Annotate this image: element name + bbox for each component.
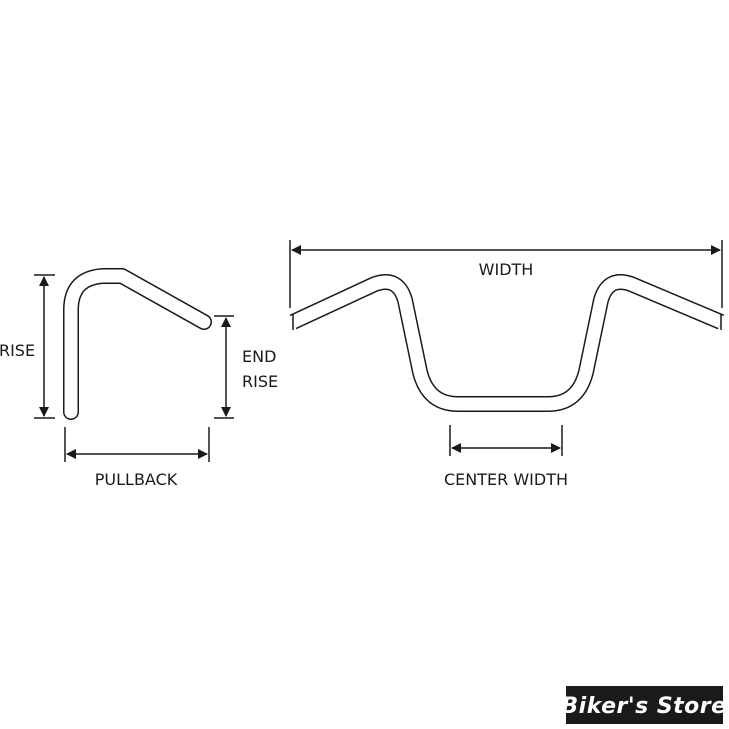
side-view-handlebar bbox=[63, 268, 212, 420]
rise-dimension: RISE bbox=[0, 274, 55, 419]
width-dimension: WIDTH bbox=[289, 240, 723, 308]
width-label: WIDTH bbox=[479, 260, 534, 279]
center-width-dimension: CENTER WIDTH bbox=[444, 425, 568, 489]
store-logo-text: Biker's Store bbox=[561, 694, 726, 719]
front-view-handlebar bbox=[289, 274, 725, 412]
end-rise-label-line1: END bbox=[242, 347, 276, 366]
end-rise-dimension: END RISE bbox=[214, 315, 278, 419]
store-logo-badge: Biker's Store bbox=[561, 686, 726, 724]
end-rise-label-line2: RISE bbox=[242, 372, 278, 391]
rise-label: RISE bbox=[0, 341, 35, 360]
pullback-dimension: PULLBACK bbox=[64, 427, 210, 489]
center-width-label: CENTER WIDTH bbox=[444, 470, 568, 489]
pullback-label: PULLBACK bbox=[95, 470, 178, 489]
